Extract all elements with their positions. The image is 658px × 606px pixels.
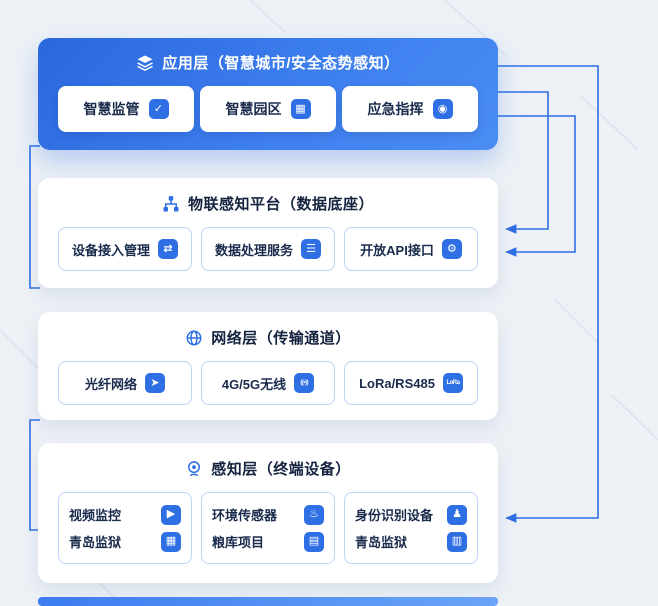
database-icon: ☰ xyxy=(301,239,321,259)
location-pin-icon: ◉ xyxy=(432,99,453,119)
node-data-processing: 数据处理服务 ☰ xyxy=(201,227,335,271)
node-label: 智慧监管 xyxy=(83,101,140,117)
document-icon: ▤ xyxy=(304,531,324,552)
node-open-api: 开放API接口 ⚙ xyxy=(344,227,478,271)
layer-title-text: 物联感知平台（数据底座） xyxy=(187,196,374,213)
node-env-sensor: 环境传感器 ♨ xyxy=(212,504,324,525)
node-device-access: 设备接入管理 ⇄ xyxy=(58,227,192,271)
application-layer-title: 应用层（智慧城市/安全态势感知） xyxy=(38,38,498,73)
node-label: 开放API接口 xyxy=(360,242,434,258)
node-smart-supervision: 智慧监管 ✓ xyxy=(58,86,194,132)
node-qingdao-prison-2: 青岛监狱 ▥ xyxy=(355,531,467,552)
person-icon: ♟ xyxy=(447,504,467,525)
barcode-icon: ▥ xyxy=(447,531,467,552)
wireless-signal-icon: ((•)) xyxy=(294,373,315,393)
network-layer-card: 网络层（传输通道） 光纤网络 ➤ 4G/5G无线 ((•)) LoRa/RS48… xyxy=(38,312,498,420)
node-label: 环境传感器 xyxy=(212,508,278,523)
node-fiber-network: 光纤网络 ➤ xyxy=(58,361,192,405)
node-group-sensors: 环境传感器 ♨ 粮库项目 ▤ xyxy=(201,492,335,564)
layers-icon xyxy=(136,54,154,72)
node-label: 智慧园区 xyxy=(225,101,282,117)
check-icon: ✓ xyxy=(148,99,169,119)
bottom-accent-bar xyxy=(38,597,498,606)
node-group-video: 视频监控 ▶ 青岛监狱 ▦ xyxy=(58,492,192,564)
application-layer-card: 应用层（智慧城市/安全态势感知） 智慧监管 ✓ 智慧园区 ▦ 应急指挥 ◉ xyxy=(38,38,498,150)
platform-layer-card: 物联感知平台（数据底座） 设备接入管理 ⇄ 数据处理服务 ☰ 开放API接口 ⚙ xyxy=(38,178,498,288)
node-qingdao-prison-1: 青岛监狱 ▦ xyxy=(69,531,181,552)
node-4g5g-wireless: 4G/5G无线 ((•)) xyxy=(201,361,335,405)
node-label: 粮库项目 xyxy=(212,535,265,550)
globe-icon xyxy=(185,329,203,347)
node-label: 设备接入管理 xyxy=(71,242,150,258)
perception-layer-title: 感知层（终端设备） xyxy=(38,443,498,479)
node-label: 青岛监狱 xyxy=(69,535,122,550)
node-label: 数据处理服务 xyxy=(214,242,293,258)
node-label: 光纤网络 xyxy=(84,376,137,392)
node-group-identity: 身份识别设备 ♟ 青岛监狱 ▥ xyxy=(344,492,478,564)
lora-chip-icon: LoRa xyxy=(442,373,463,393)
layer-title-text: 应用层（智慧城市/安全态势感知） xyxy=(162,55,400,72)
thermometer-icon: ♨ xyxy=(304,504,324,525)
node-label: 4G/5G无线 xyxy=(221,376,287,392)
network-layer-title: 网络层（传输通道） xyxy=(38,312,498,348)
webcam-icon xyxy=(185,460,203,478)
node-label: 应急指挥 xyxy=(367,101,424,117)
node-video-monitoring: 视频监控 ▶ xyxy=(69,504,181,525)
perception-layer-card: 感知层（终端设备） 视频监控 ▶ 青岛监狱 ▦ 环境传感器 ♨ 粮库项目 ▤ xyxy=(38,443,498,583)
node-label: LoRa/RS485 xyxy=(359,375,435,391)
platform-layer-title: 物联感知平台（数据底座） xyxy=(38,178,498,214)
building-grid-icon: ▦ xyxy=(290,99,311,119)
building-icon: ▦ xyxy=(161,531,181,552)
node-id-device: 身份识别设备 ♟ xyxy=(355,504,467,525)
node-label: 身份识别设备 xyxy=(355,508,434,523)
node-label: 青岛监狱 xyxy=(355,535,408,550)
device-connect-icon: ⇄ xyxy=(158,239,178,259)
layer-title-text: 感知层（终端设备） xyxy=(211,461,351,478)
fiber-pointer-icon: ➤ xyxy=(145,373,165,393)
layer-title-text: 网络层（传输通道） xyxy=(211,330,351,347)
node-granary-project: 粮库项目 ▤ xyxy=(212,531,324,552)
hub-icon xyxy=(162,195,180,213)
gear-icon: ⚙ xyxy=(441,239,462,259)
node-lora-rs485: LoRa/RS485 LoRa xyxy=(344,361,478,405)
node-smart-park: 智慧园区 ▦ xyxy=(200,86,336,132)
video-play-icon: ▶ xyxy=(161,504,181,525)
node-emergency-command: 应急指挥 ◉ xyxy=(342,86,478,132)
node-label: 视频监控 xyxy=(69,508,122,523)
